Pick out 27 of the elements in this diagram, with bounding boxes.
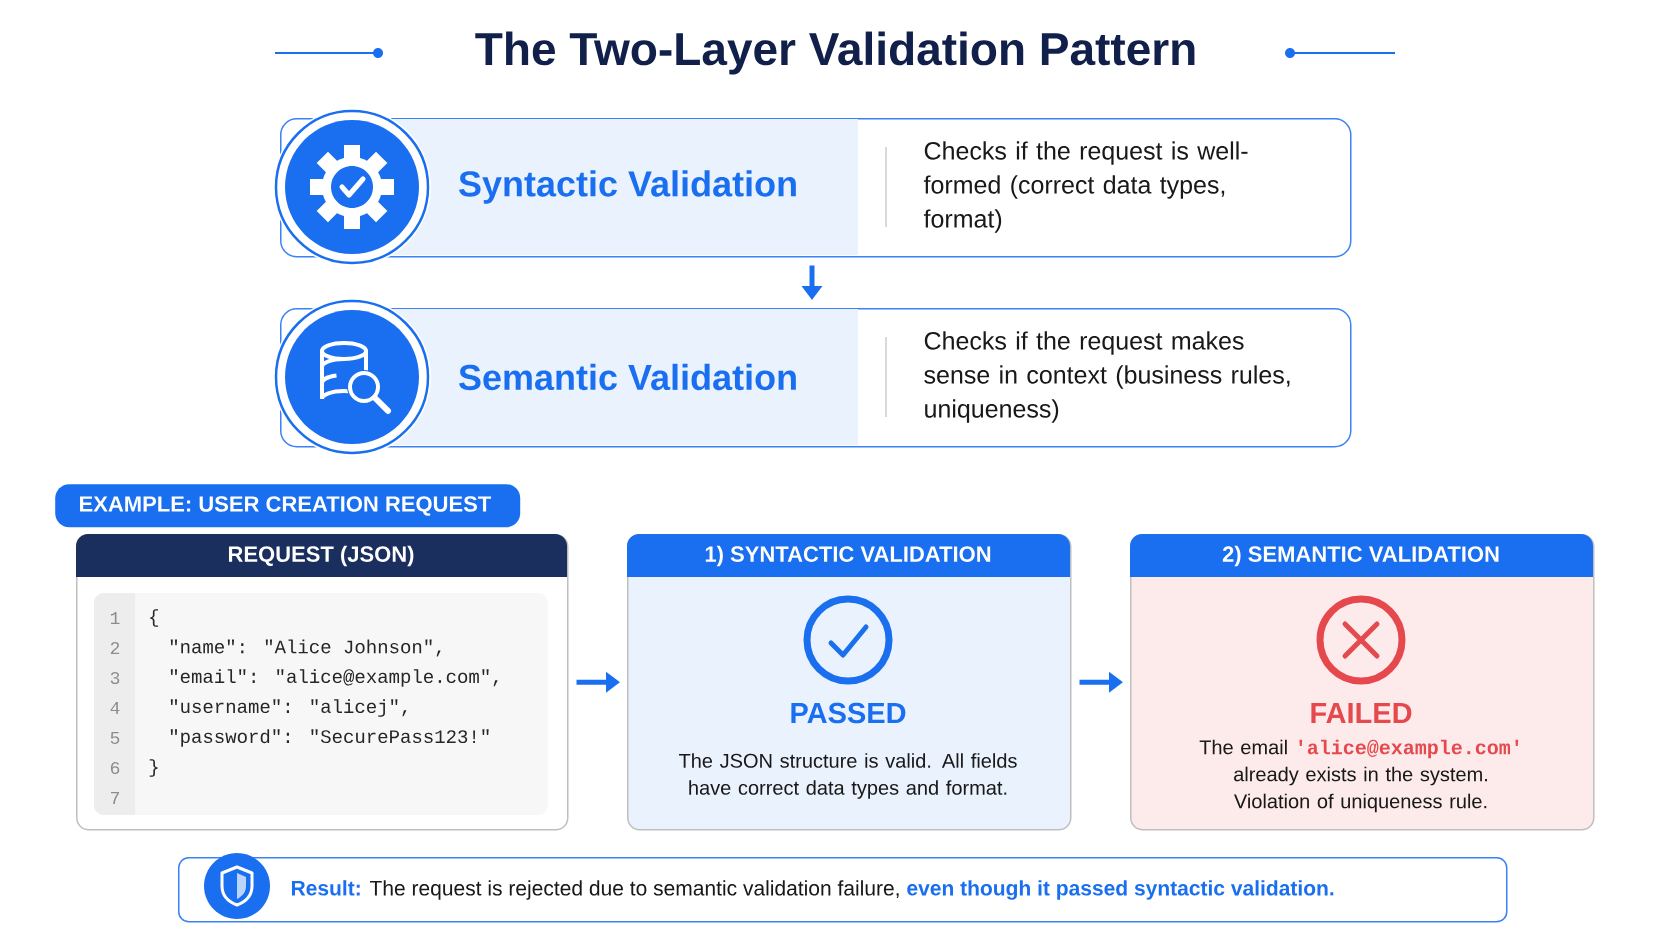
band-description: Checks if the request is well-formed (correct data types, format) [923,141,1248,233]
band-description: Checks if the request makes sense in context (business rules, uniqueness) [924,331,1290,423]
code-line: "password": "SecurePass123!" [170,729,489,747]
status-label: PASSED [791,702,906,724]
card-header: REQUEST (JSON) [229,545,414,567]
line-number: 2 [110,641,120,654]
card-header: 1) SYNTACTIC VALIDATION [705,545,991,567]
title: The Two-Layer Validation Pattern [475,31,1195,75]
status-description: The email 'alice@example.com' already exists in the system. Violation of uniqueness rule. [1199,739,1519,813]
line-number: 3 [110,671,120,685]
band-title: Semantic Validation [459,363,796,391]
line-number: 4 [110,702,120,714]
line-number: 6 [110,761,120,775]
line-number: 1 [110,612,120,624]
code-line: "username": "alicej", [170,699,407,717]
band-title: Syntactic Validation [459,170,796,204]
code-line: { [150,609,159,627]
result-text: Result: The request is rejected due to semantic validation failure, even though it passed syntactic validation. [291,880,1334,900]
card-header: 2) SEMANTIC VALIDATION [1222,545,1499,567]
line-number: 7 [111,792,119,804]
code-line: } [149,759,158,777]
status-label: FAILED [1311,703,1412,723]
code-line: "name": "Alice Johnson", [170,639,441,657]
code-line: "email": "alice@example.com", [170,669,498,687]
status-description: The JSON structure is valid. All fields have correct data types and format. [679,753,1017,799]
line-number: 5 [110,732,120,744]
tab-label: EXAMPLE: USER CREATION REQUEST [80,496,491,516]
